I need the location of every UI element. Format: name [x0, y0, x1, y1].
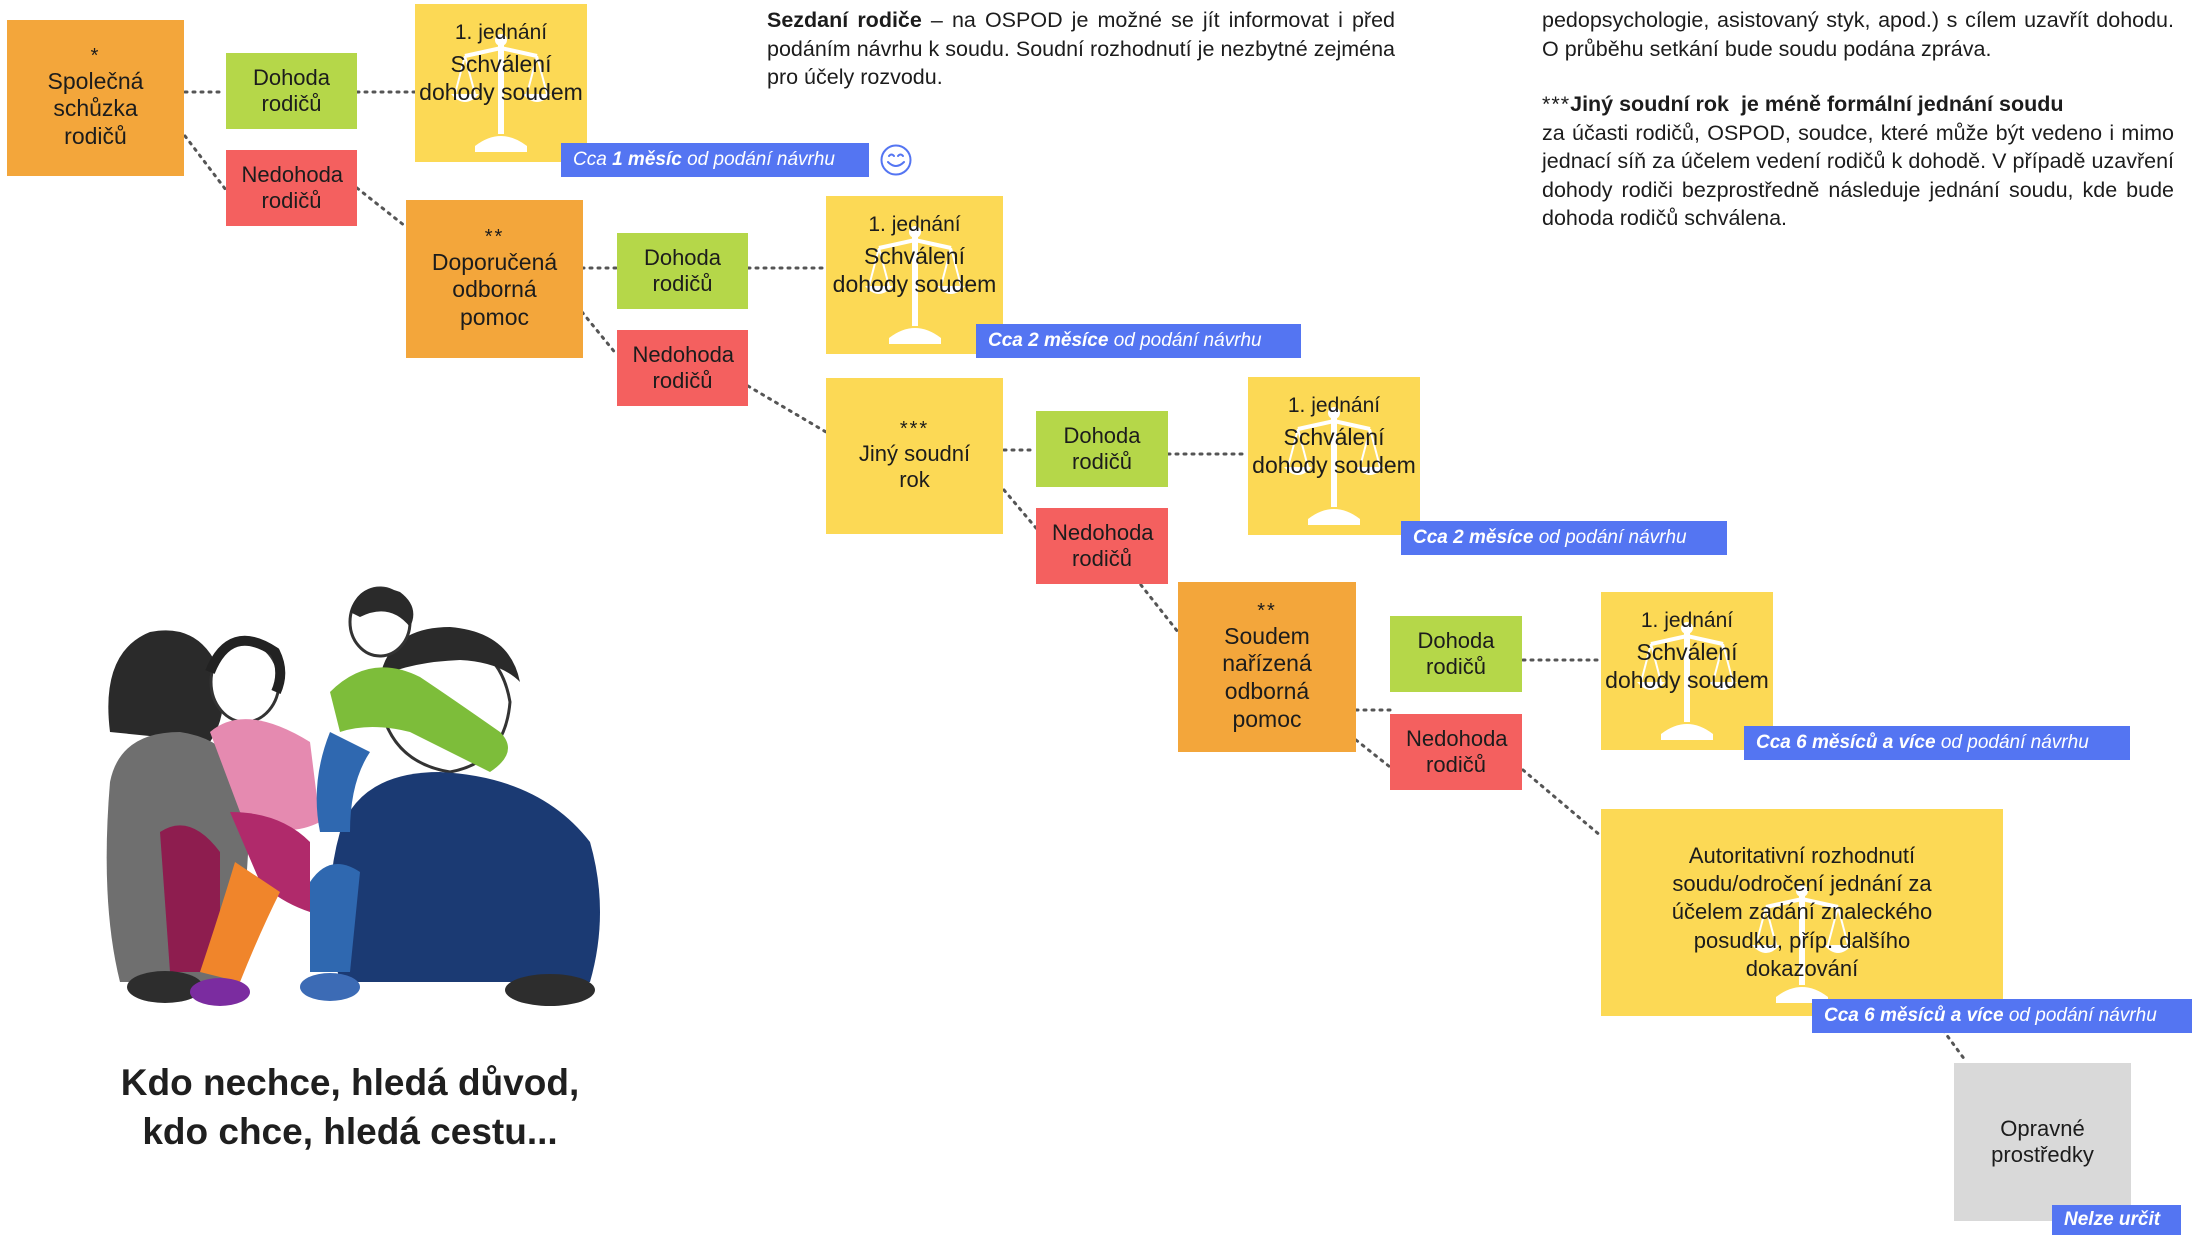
disagreement-label: Nedohoda rodičů: [1052, 519, 1154, 571]
note-title: Jiný soudní rok je méně formální jednání…: [1570, 92, 2064, 116]
hearing-label: 1. jednání: [1640, 609, 1734, 632]
note-stars: ***: [1542, 92, 1571, 116]
disagreement-box-3: Nedohoda rodičů: [1036, 508, 1168, 584]
time-suffix: od podání návrhu: [1935, 732, 2089, 753]
note-text: – na OSPOD je možné se jít informovat i …: [767, 8, 1395, 89]
footnote-stars: **: [1257, 599, 1277, 622]
motto-line-1: Kdo nechce, hledá důvod,: [120, 1062, 580, 1103]
court-approval-label: Schválení dohody soudem: [832, 243, 997, 297]
motto-line-2: kdo chce, hledá cestu...: [142, 1111, 558, 1152]
appeal-label: Opravné prostředky: [1991, 1115, 2094, 1167]
footnote-stars: *: [90, 44, 101, 67]
recommended-help-box: ** Doporučená odborná pomoc: [406, 200, 583, 358]
appeal-box: Opravné prostředky: [1954, 1063, 2131, 1221]
time-prefix: Cca: [573, 149, 613, 170]
court-hearing-note: ***Jiný soudní rok je méně formální jedn…: [1542, 90, 2174, 233]
court-approval-box-3: 1. jednání Schválení dohody soudem: [1248, 377, 1420, 535]
agreement-label: Dohoda rodičů: [252, 64, 331, 116]
time-badge-4: Cca 6 měsíců a více od podání návrhu: [1744, 726, 2130, 760]
hearing-label: 1. jednání: [868, 213, 961, 236]
agreement-box-4: Dohoda rodičů: [1390, 616, 1522, 692]
scales-icon: [864, 226, 965, 344]
scales-icon: [1284, 407, 1384, 525]
time-badge-2: Cca 2 měsíce od podání návrhu: [976, 324, 1301, 358]
girl-figure: [190, 635, 320, 1006]
mother-figure: [106, 630, 251, 1003]
court-approval-box-4: 1. jednání Schválení dohody soudem: [1601, 592, 1773, 750]
authoritative-decision-box: Autoritativní rozhodnutí soudu/odročení …: [1601, 809, 2003, 1016]
footnote-stars: ***: [899, 417, 930, 440]
time-badge-5: Cca 6 měsíců a více od podání návrhu: [1812, 999, 2192, 1033]
time-strong: 1 měsíc: [612, 149, 682, 170]
boy-figure: [316, 586, 508, 832]
disagreement-label: Nedohoda rodičů: [1406, 725, 1508, 777]
smiley-icon: [880, 144, 912, 176]
other-hearing-box: *** Jiný soudní rok: [826, 378, 1003, 534]
court-approval-label: Schválení dohody soudem: [1605, 639, 1769, 693]
agreement-label: Dohoda rodičů: [1063, 422, 1141, 474]
disagreement-label: Nedohoda rodičů: [632, 341, 735, 393]
time-strong: Cca 6 měsíců a více: [1824, 1005, 2004, 1026]
footnote-stars: **: [484, 225, 505, 248]
agreement-label: Dohoda rodičů: [1417, 627, 1495, 679]
time-suffix: od podání návrhu: [1533, 527, 1687, 548]
recommended-help-label: Doporučená odborná pomoc: [431, 248, 558, 330]
disagreement-label: Nedohoda rodičů: [241, 161, 344, 213]
time-suffix: od podání návrhu: [681, 149, 835, 170]
court-approval-label: Schválení dohody soudem: [419, 51, 583, 105]
court-approval-box-1: 1. jednání Schválení dohody soudem: [415, 4, 587, 162]
hearing-label: 1. jednání: [454, 21, 548, 44]
time-strong: Cca 2 měsíce: [988, 330, 1109, 351]
family-illustration: [106, 586, 600, 1006]
other-hearing-label: Jiný soudní rok: [858, 440, 971, 492]
note-text: za účasti rodičů, OSPOD, soudce, které m…: [1542, 120, 2174, 231]
time-strong: Nelze určit: [2064, 1209, 2161, 1230]
note-title: Sezdaní rodiče: [767, 8, 922, 32]
scales-icon: [1637, 622, 1737, 740]
disagreement-box-1: Nedohoda rodičů: [226, 150, 357, 226]
agreement-box-3: Dohoda rodičů: [1036, 411, 1168, 487]
court-ordered-help-label: Soudem nařízená odborná pomoc: [1222, 622, 1312, 732]
help-note: pedopsychologie, asistovaný styk, apod.)…: [1542, 6, 2174, 63]
time-badge-3: Cca 2 měsíce od podání návrhu: [1401, 521, 1727, 555]
court-approval-box-2: 1. jednání Schválení dohody soudem: [826, 196, 1003, 354]
note-text: pedopsychologie, asistovaný styk, apod.)…: [1542, 8, 2174, 61]
hearing-label: 1. jednání: [1287, 394, 1381, 417]
joint-meeting-label: Společná schůzka rodičů: [47, 67, 144, 149]
agreement-box-1: Dohoda rodičů: [226, 53, 357, 129]
father-figure: [300, 627, 600, 1006]
time-strong: Cca 6 měsíců a více: [1756, 732, 1936, 753]
authoritative-decision-label: Autoritativní rozhodnutí soudu/odročení …: [1671, 842, 1933, 982]
time-suffix: od podání návrhu: [2003, 1005, 2157, 1026]
court-ordered-help-box: ** Soudem nařízená odborná pomoc: [1178, 582, 1356, 752]
scales-icon: [451, 34, 551, 152]
joint-meeting-box: * Společná schůzka rodičů: [7, 20, 184, 176]
disagreement-box-4: Nedohoda rodičů: [1390, 714, 1522, 790]
time-badge-1: Cca 1 měsíc od podání návrhu: [561, 143, 869, 177]
agreement-label: Dohoda rodičů: [643, 244, 722, 296]
married-parents-note: Sezdaní rodiče – na OSPOD je možné se jí…: [767, 6, 1395, 92]
agreement-box-2: Dohoda rodičů: [617, 233, 748, 309]
motto: Kdo nechce, hledá důvod, kdo chce, hledá…: [60, 1058, 640, 1156]
time-suffix: od podání návrhu: [1108, 330, 1262, 351]
disagreement-box-2: Nedohoda rodičů: [617, 330, 748, 406]
court-approval-label: Schválení dohody soudem: [1252, 424, 1416, 478]
time-badge-appeal: Nelze určit: [2052, 1205, 2181, 1235]
time-strong: Cca 2 měsíce: [1413, 527, 1534, 548]
